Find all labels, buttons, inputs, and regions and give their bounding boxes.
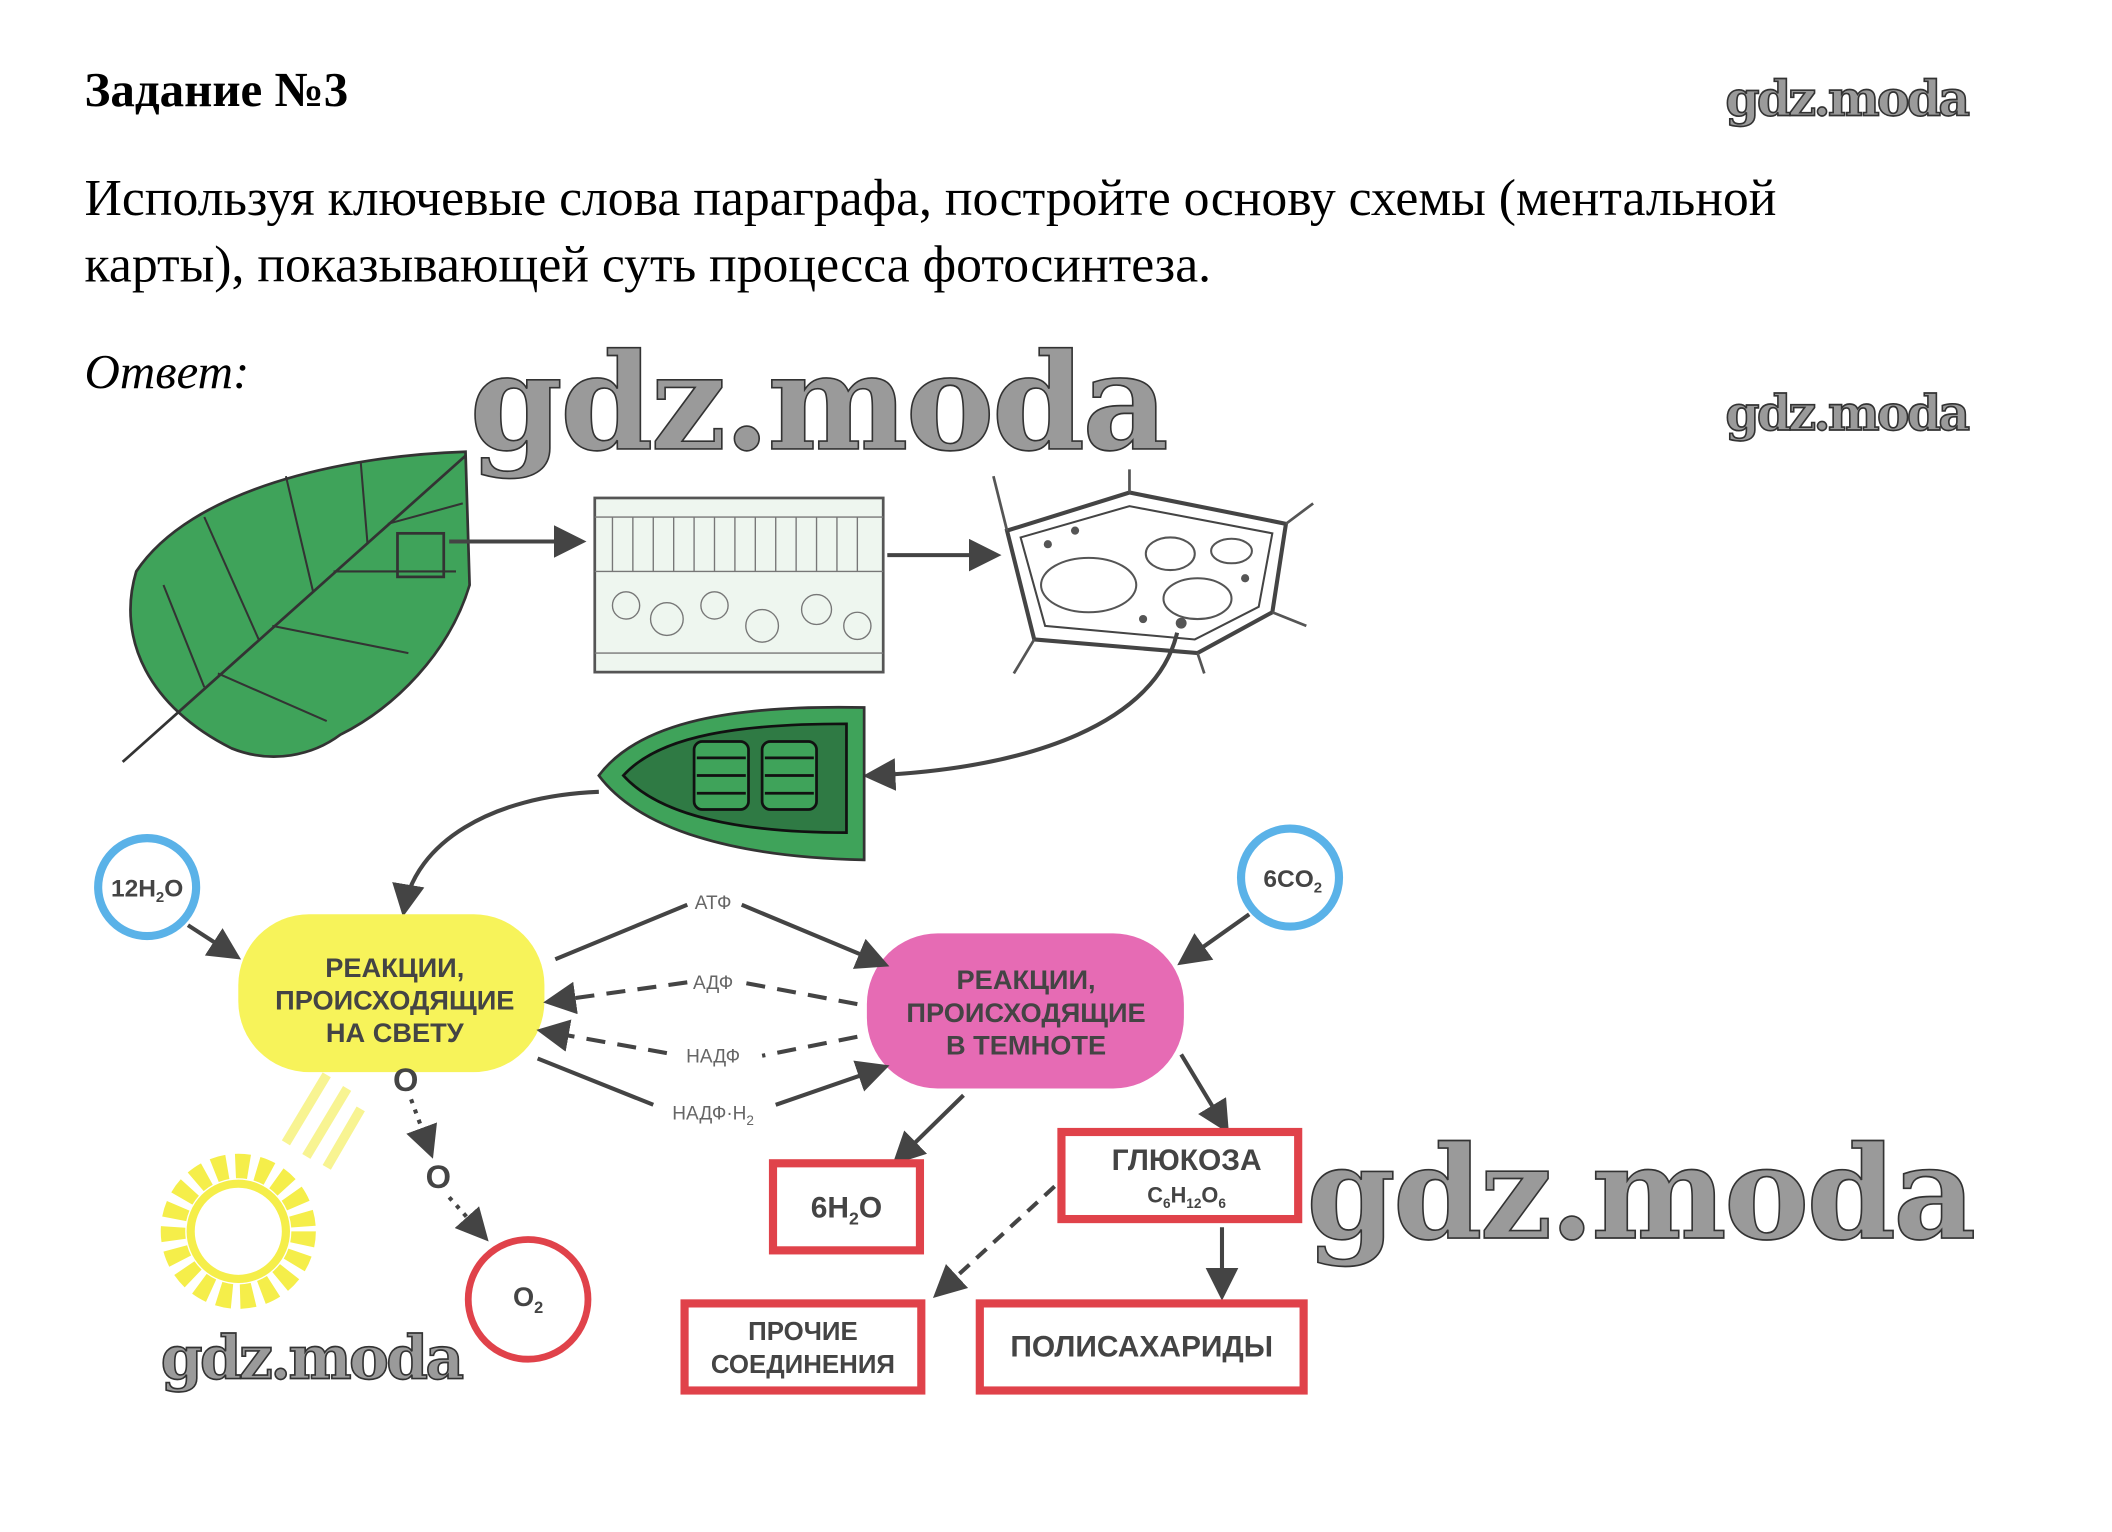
dark-reactions-box: РЕАКЦИИ, ПРОИСХОДЯЩИЕ В ТЕМНОТЕ — [866, 933, 1184, 1089]
svg-text:ПРОИСХОДЯЩИЕ: ПРОИСХОДЯЩИЕ — [275, 985, 514, 1016]
oxygen-atom-2: O — [426, 1158, 451, 1195]
task-title: Задание №3 — [85, 62, 349, 117]
arrow-nadp — [544, 1031, 858, 1055]
answer-label: Ответ: — [85, 344, 250, 399]
glucose-box: ГЛЮКОЗА C6H12O6 — [1057, 1127, 1303, 1224]
svg-text:ПРОЧИЕ: ПРОЧИЕ — [748, 1318, 858, 1346]
other-compounds-box: ПРОЧИЕ СОЕДИНЕНИЯ — [680, 1299, 926, 1395]
oxygen-output-circle: O2 — [464, 1236, 592, 1363]
arrow-dark-to-glucose — [1179, 1053, 1229, 1134]
arrow-cell-to-chloroplast — [862, 632, 1180, 791]
watermark: gdz.moda — [1306, 1119, 1973, 1269]
svg-text:ГЛЮКОЗА: ГЛЮКОЗА — [1112, 1144, 1262, 1177]
svg-text:6CO2: 6CO2 — [1263, 866, 1322, 896]
task-text-line2: карты), показывающей суть процесса фотос… — [85, 237, 1212, 294]
nadp-label: НАДФ — [686, 1047, 740, 1068]
watermark: gdz.moda — [161, 1323, 464, 1393]
co2-input-circle: 6CO2 — [1236, 824, 1344, 931]
watermark: gdz.moda — [1725, 70, 1969, 128]
arrow-o-to-o — [406, 1098, 437, 1159]
svg-text:ПОЛИСАХАРИДЫ: ПОЛИСАХАРИДЫ — [1010, 1330, 1273, 1363]
svg-text:СОЕДИНЕНИЯ: СОЕДИНЕНИЯ — [711, 1351, 895, 1379]
svg-text:O2: O2 — [513, 1281, 543, 1317]
watermark: gdz.moda — [470, 325, 1167, 481]
plant-cell-illustration — [992, 469, 1314, 675]
leaf-cross-section-illustration — [593, 496, 885, 674]
polysaccharides-box: ПОЛИСАХАРИДЫ — [975, 1299, 1308, 1395]
arrow-dark-to-water — [892, 1093, 965, 1165]
svg-text:C6H12O6: C6H12O6 — [1147, 1183, 1226, 1211]
watermark: gdz.moda — [1725, 384, 1969, 442]
arrow-co2-to-dark — [1177, 912, 1251, 966]
svg-text:ПРОИСХОДЯЩИЕ: ПРОИСХОДЯЩИЕ — [906, 997, 1145, 1028]
arrow-water-to-light — [186, 923, 242, 960]
light-reactions-box: РЕАКЦИИ, ПРОИСХОДЯЩИЕ НА СВЕТУ — [238, 914, 545, 1073]
water-output-box: 6H2O — [768, 1159, 925, 1255]
oxygen-atom-1: O — [393, 1061, 418, 1098]
arrow-chloroplast-to-light — [392, 789, 599, 917]
atp-label: АТФ — [695, 893, 732, 914]
water-input-circle: 12H2O — [94, 834, 201, 941]
adp-label: АДФ — [693, 973, 733, 994]
svg-text:РЕАКЦИИ,: РЕАКЦИИ, — [325, 952, 464, 983]
nadph-label: НАДФ·Н2 — [672, 1104, 754, 1128]
sun-icon — [160, 1072, 365, 1309]
arrow-o-to-o2 — [447, 1195, 489, 1242]
task-text-line1: Используя ключевые слова параграфа, пост… — [85, 170, 1777, 227]
svg-text:РЕАКЦИИ,: РЕАКЦИИ, — [957, 964, 1096, 995]
arrow-glucose-to-other — [932, 1184, 1057, 1299]
chloroplast-illustration — [597, 705, 866, 862]
arrow-nadph — [536, 1059, 882, 1107]
svg-text:В ТЕМНОТЕ: В ТЕМНОТЕ — [946, 1029, 1106, 1060]
leaf-illustration — [121, 450, 471, 763]
arrow-atp — [554, 902, 882, 964]
arrow-adp — [551, 982, 858, 1004]
svg-text:НА СВЕТУ: НА СВЕТУ — [326, 1017, 465, 1048]
svg-text:6H2O: 6H2O — [811, 1192, 882, 1229]
svg-text:12H2O: 12H2O — [111, 876, 183, 906]
